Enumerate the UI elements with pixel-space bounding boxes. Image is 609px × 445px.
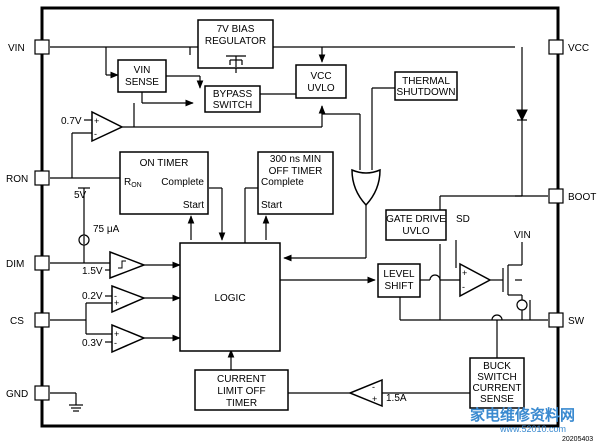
pin-sw: [548, 312, 564, 328]
pin-label-sw: SW: [568, 316, 585, 327]
watermark-text: 家电维修资料网: [470, 406, 575, 424]
comparator-dim: [109, 250, 147, 280]
level-shift-label-2: SHIFT: [385, 281, 414, 292]
current-limit-label-1: CURRENT: [217, 374, 266, 385]
vcc-uvlo-label-2: UVLO: [307, 83, 334, 94]
pin-vcc: [548, 39, 564, 55]
vin-sense-label-2: SENSE: [125, 77, 159, 88]
bypass-switch-label-1: BYPASS: [213, 89, 253, 100]
svg-text:-: -: [94, 129, 97, 139]
on-timer-title: ON TIMER: [140, 158, 189, 169]
pin-label-vin: VIN: [8, 43, 25, 54]
current-limit-off-timer-block: [194, 369, 289, 411]
off-timer-start: Start: [261, 200, 282, 211]
svg-text:+: +: [94, 116, 99, 126]
pin-dim: [34, 255, 50, 271]
label-5v: 5V: [74, 190, 87, 201]
comparator-current-limit: [348, 378, 383, 408]
on-timer-block: [119, 151, 209, 215]
label-0-3v: 0.3V: [82, 338, 103, 349]
level-shift-label-1: LEVEL: [383, 269, 415, 280]
comparator-cs-02: [111, 284, 146, 314]
on-timer-r-on: RON: [124, 177, 142, 189]
comparator-ron: [91, 110, 124, 143]
label-0-2v: 0.2V: [82, 291, 103, 302]
sd-label: SD: [456, 214, 470, 225]
vcc-uvlo-label-1: VCC: [310, 71, 331, 82]
logic-block: [179, 242, 281, 352]
pin-label-dim: DIM: [6, 259, 24, 270]
current-sense-label-4: SENSE: [480, 394, 514, 405]
on-timer-complete: Complete: [161, 177, 204, 188]
bias-regulator-label-1: 7V BIAS: [217, 24, 255, 35]
ic-package-outline: [40, 6, 560, 428]
level-shift-block: [377, 263, 421, 298]
current-limit-label-2: LIMIT OFF: [217, 386, 265, 397]
vin-sense-label-1: VIN: [134, 65, 151, 76]
svg-text:-: -: [114, 291, 117, 301]
current-sense-label-1: BUCK: [483, 361, 511, 372]
pin-boot: [548, 188, 564, 204]
pin-label-gnd: GND: [6, 389, 28, 400]
logic-label: LOGIC: [214, 293, 245, 304]
gate-drive-uvlo-label-1: GATE DRIVE: [386, 214, 446, 225]
bypass-switch-label-2: SWITCH: [213, 100, 252, 111]
pin-label-ron: RON: [6, 174, 28, 185]
gate-driver: [459, 262, 492, 298]
off-timer-title-1: 300 ns MIN: [270, 154, 321, 165]
label-0-7v: 0.7V: [61, 116, 82, 127]
label-1-5a: 1.5A: [386, 393, 407, 404]
label-75ua: 75 μA: [93, 224, 120, 235]
current-limit-label-3: TIMER: [226, 398, 257, 409]
pin-gnd: [34, 385, 50, 401]
vcc-uvlo-block: [295, 64, 347, 99]
svg-text:-: -: [114, 338, 117, 348]
label-vin-gate: VIN: [514, 230, 531, 241]
off-timer-block: [257, 151, 334, 215]
thermal-shutdown-block: [394, 71, 458, 101]
gate-drive-uvlo-block: [385, 209, 447, 241]
svg-text:+: +: [462, 268, 467, 278]
bias-regulator-label-2: REGULATOR: [205, 36, 266, 47]
or-gate: [351, 168, 381, 207]
diode-symbol: [516, 109, 528, 122]
svg-text:+: +: [372, 394, 377, 404]
thermal-shutdown-label-2: SHUTDOWN: [397, 87, 456, 98]
pin-cs: [34, 312, 50, 328]
pin-ron: [34, 170, 50, 186]
on-timer-start: Start: [183, 200, 204, 211]
off-timer-complete: Complete: [261, 177, 304, 188]
vin-sense-block: [117, 59, 167, 93]
pin-label-vcc: VCC: [568, 43, 589, 54]
current-sense-label-2: SWITCH: [477, 372, 516, 383]
gate-drive-uvlo-label-2: UVLO: [402, 226, 429, 237]
off-timer-title-2: OFF TIMER: [269, 166, 323, 177]
pin-vin: [34, 39, 50, 55]
svg-text:+: +: [114, 329, 119, 339]
svg-text:+: +: [114, 298, 119, 308]
current-sense-label-3: CURRENT: [473, 383, 522, 394]
label-1-5v: 1.5V: [82, 266, 103, 277]
comparator-cs-03: [111, 323, 146, 354]
svg-text:-: -: [372, 382, 375, 392]
svg-text:-: -: [462, 282, 465, 292]
buck-switch-current-sense-block: [469, 357, 525, 409]
bypass-switch-block: [204, 85, 261, 113]
pin-label-cs: CS: [10, 316, 24, 327]
hysteresis-icon: [118, 260, 126, 269]
pin-label-boot: BOOT: [568, 192, 596, 203]
watermark-url: www.52010.com: [499, 424, 566, 434]
thermal-shutdown-label-1: THERMAL: [402, 76, 450, 87]
figure-code: 20205403: [562, 436, 593, 443]
